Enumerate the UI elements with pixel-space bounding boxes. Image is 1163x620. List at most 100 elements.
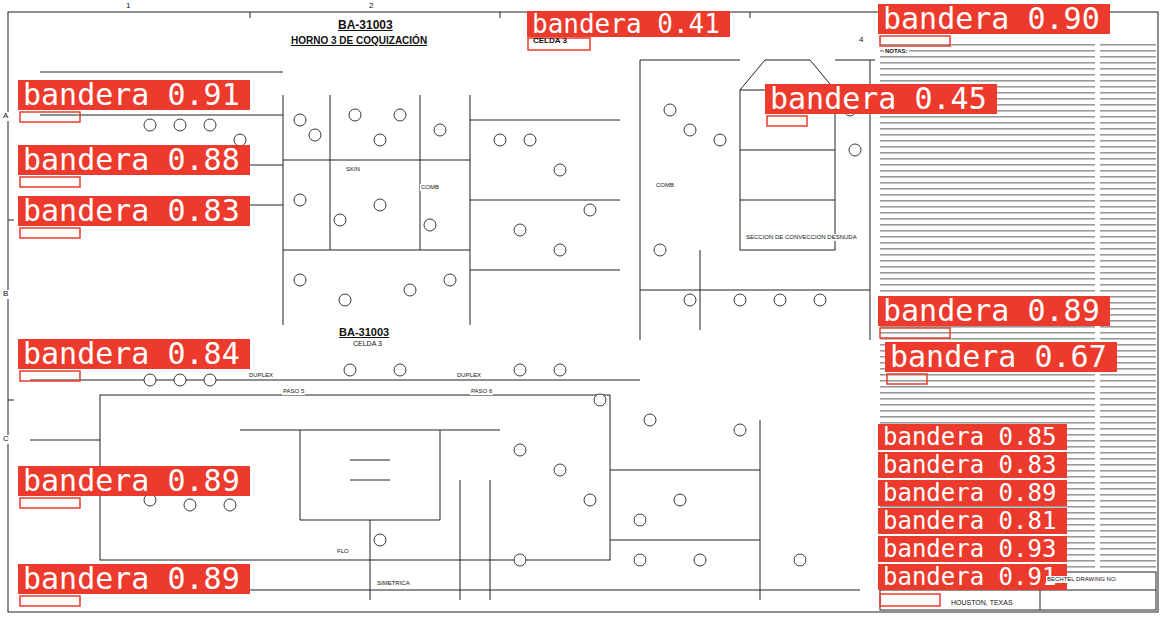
- detection-label: bandera 0.81: [878, 508, 1067, 534]
- instrument-bubble: [174, 119, 186, 131]
- instrument-bubble: [849, 144, 861, 156]
- instrument-bubble: [554, 244, 566, 256]
- detection-outline: [20, 177, 80, 187]
- instrument-bubble: [294, 274, 306, 286]
- detection-label: bandera 0.89: [18, 466, 250, 496]
- instrument-bubble: [554, 364, 566, 376]
- detection-outline: [20, 596, 80, 606]
- instrument-bubble: [204, 119, 216, 131]
- instrument-bubble: [634, 554, 646, 566]
- detection-text: bandera 0.93: [883, 536, 1067, 562]
- detection-text: bandera 0.41: [532, 11, 730, 37]
- instrument-bubble: [174, 374, 186, 386]
- instrument-bubble: [144, 374, 156, 386]
- instrument-bubble: [514, 364, 526, 376]
- instrument-bubble: [734, 294, 746, 306]
- instrument-bubble: [554, 164, 566, 176]
- detection-text: bandera 0.90: [883, 4, 1110, 34]
- grid-marker: C: [2, 435, 10, 444]
- instrument-bubble: [494, 134, 506, 146]
- detection-outline: [20, 228, 80, 238]
- detection-label: bandera 0.90: [878, 4, 1110, 34]
- instrument-bubble: [514, 224, 526, 236]
- pass-name: PASO 6: [470, 388, 493, 395]
- instrument-bubble: [584, 204, 596, 216]
- instrument-bubble: [794, 554, 806, 566]
- instrument-bubble: [664, 104, 676, 116]
- detection-text: bandera 0.89: [883, 296, 1110, 326]
- detection-outline: [767, 116, 807, 126]
- duplex-label: DUPLEX: [456, 372, 482, 379]
- instrument-bubble: [294, 114, 306, 126]
- detection-label: bandera 0.91: [878, 564, 1067, 590]
- drawing-frame: [8, 12, 1158, 612]
- detection-label: bandera 0.84: [18, 339, 250, 369]
- detection-text: bandera 0.45: [770, 84, 997, 114]
- detection-text: bandera 0.91: [23, 80, 250, 110]
- detection-label: bandera 0.89: [878, 296, 1110, 326]
- detection-label: bandera 0.83: [18, 196, 250, 226]
- instrument-bubble: [814, 294, 826, 306]
- detection-text: bandera 0.81: [883, 508, 1067, 534]
- instrument-bubble: [344, 364, 356, 376]
- instrument-bubble: [654, 244, 666, 256]
- cell-name: CELDA 3: [352, 340, 383, 348]
- instrument-bubble: [734, 424, 746, 436]
- instrument-bubble: [694, 554, 706, 566]
- detection-label: bandera 0.89: [878, 480, 1067, 506]
- instrument-bubble: [309, 129, 321, 141]
- instrument-bubble: [674, 494, 686, 506]
- instrument-bubble: [424, 219, 436, 231]
- instrument-bubble: [294, 194, 306, 206]
- instrument-bubble: [714, 134, 726, 146]
- detection-outline: [880, 328, 950, 338]
- detection-text: bandera 0.83: [23, 196, 250, 226]
- equipment-tag: BA-31003: [338, 326, 390, 338]
- instrument-bubble: [374, 534, 386, 546]
- instrument-bubble: [594, 394, 606, 406]
- detection-outline: [880, 36, 950, 46]
- title-block-text: BECHTEL DRAWING NO.: [1046, 576, 1118, 583]
- instrument-bubble: [684, 124, 696, 136]
- instrument-bubble: [204, 374, 216, 386]
- detection-outline: [887, 374, 927, 384]
- instrument-bubble: [584, 494, 596, 506]
- symmetry-label: SIMETRICA: [376, 580, 411, 587]
- detection-outline: [20, 112, 80, 122]
- detection-text: bandera 0.89: [23, 564, 250, 594]
- instrument-bubble: [184, 499, 196, 511]
- instrument-bubble: [684, 294, 696, 306]
- instrument-bubble: [374, 199, 386, 211]
- title-block-text: HOUSTON, TEXAS: [950, 599, 1014, 607]
- detection-label: bandera 0.93: [878, 536, 1067, 562]
- comb-label: COMB: [655, 182, 675, 189]
- detection-text: bandera 0.89: [23, 466, 250, 496]
- detection-label: bandera 0.89: [18, 564, 250, 594]
- detection-label: bandera 0.83: [878, 452, 1067, 478]
- detection-text: bandera 0.89: [883, 480, 1067, 506]
- instrument-bubble: [404, 284, 416, 296]
- grid-marker: A: [2, 112, 9, 121]
- cell-name: CELDA 3: [532, 37, 568, 46]
- detection-label: bandera 0.67: [885, 342, 1117, 372]
- instrument-bubble: [334, 214, 346, 226]
- flow-label: FLO: [336, 548, 350, 555]
- instrument-bubble: [224, 499, 236, 511]
- detection-text: bandera 0.67: [890, 342, 1117, 372]
- instrument-bubble: [514, 554, 526, 566]
- instrument-bubble: [339, 294, 351, 306]
- instrument-bubble: [634, 514, 646, 526]
- pass-name: PASO 5: [282, 388, 305, 395]
- instrument-bubble: [524, 134, 536, 146]
- detection-outline: [20, 498, 80, 508]
- drawing-subtitle: HORNO 3 DE COQUIZACIÓN: [290, 35, 428, 46]
- grid-marker: B: [2, 290, 9, 299]
- detection-outline: [20, 371, 80, 381]
- notes-text: [880, 40, 1156, 568]
- skin-label: SKIN: [345, 166, 361, 173]
- detection-text: bandera 0.88: [23, 145, 250, 175]
- detection-label: bandera 0.41: [527, 11, 730, 37]
- instrument-bubble: [374, 134, 386, 146]
- detection-outline: [528, 38, 590, 50]
